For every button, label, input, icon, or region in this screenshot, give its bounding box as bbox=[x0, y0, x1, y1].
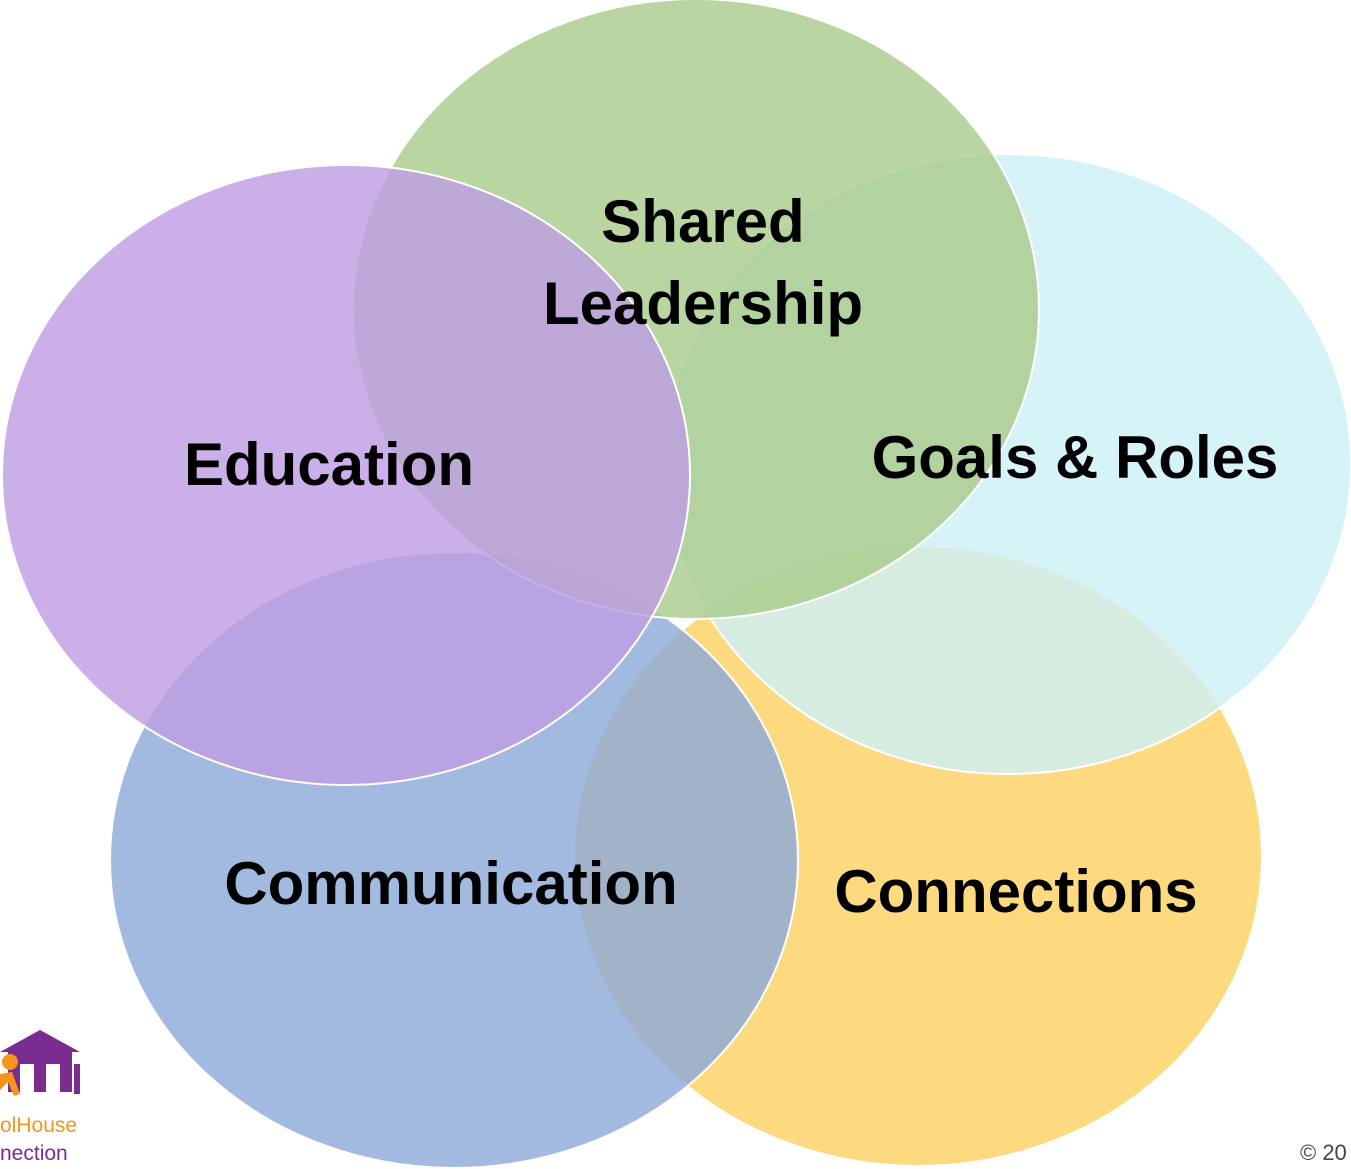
education-circle bbox=[1, 164, 691, 786]
logo-text-line2: nection bbox=[0, 1142, 68, 1165]
education-label: Education bbox=[184, 431, 474, 498]
house-icon bbox=[0, 1030, 80, 1096]
shared-leadership-label-line: Shared bbox=[601, 188, 804, 255]
education-label-line: Education bbox=[184, 431, 474, 498]
communication-label-line: Communication bbox=[224, 850, 677, 917]
logo-text-line1: olHouse bbox=[0, 1114, 77, 1137]
schoolhouse-connection-logo: olHouse nection bbox=[0, 1030, 80, 1165]
goals-roles-label-line: Goals & Roles bbox=[872, 424, 1279, 491]
copyright-text: © 20 bbox=[1300, 1140, 1347, 1165]
communication-label: Communication bbox=[224, 850, 677, 917]
connections-label-line: Connections bbox=[834, 858, 1197, 925]
goals-roles-label: Goals & Roles bbox=[872, 424, 1279, 491]
shared-leadership-label-line: Leadership bbox=[543, 270, 863, 337]
connections-label: Connections bbox=[834, 858, 1197, 925]
